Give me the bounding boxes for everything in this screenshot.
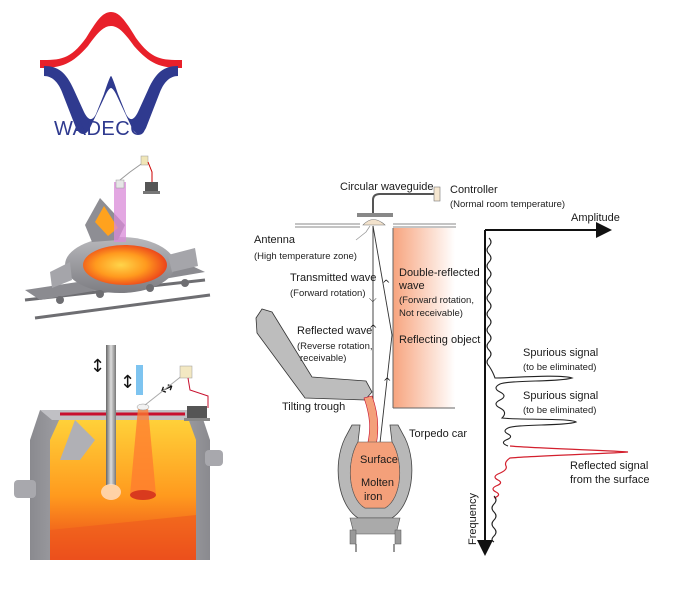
double-reflected-label-2: wave xyxy=(399,280,425,292)
double-reflected-label-1: Double-reflected xyxy=(399,267,480,279)
molten-iron-label-1: Molten xyxy=(361,477,395,489)
svg-text:↕: ↕ xyxy=(120,372,135,393)
frequency-axis-label: Frequency xyxy=(467,493,479,545)
controller-sublabel: (Normal room temperature) xyxy=(450,199,566,210)
spurious-signal-sublabel-1: (to be eliminated) xyxy=(523,362,597,373)
reflected-wave-sublabel-1: (Reverse rotation, xyxy=(297,341,373,352)
reflecting-object-block xyxy=(393,228,455,408)
svg-text:^: ^ xyxy=(369,324,377,335)
spurious-signal-label-1: Spurious signal xyxy=(523,347,599,359)
svg-text:^: ^ xyxy=(383,377,391,388)
surface-label: Surface xyxy=(360,454,398,466)
transmitted-wave-sublabel: (Forward rotation) xyxy=(290,288,366,299)
transmitted-wave-label: Transmitted wave xyxy=(290,272,377,284)
spurious-signal-curve xyxy=(486,237,578,447)
antenna-sublabel: (High temperature zone) xyxy=(254,251,357,262)
tilting-trough-label: Tilting trough xyxy=(282,401,346,413)
reflected-wave-label: Reflected wave xyxy=(297,325,373,337)
spurious-signal-sublabel-2: (to be eliminated) xyxy=(523,405,597,416)
torpedo-car-label: Torpedo car xyxy=(409,428,468,440)
controller-label: Controller xyxy=(450,184,498,196)
logo-text: WADECO xyxy=(54,118,147,140)
noise-tail-curve xyxy=(491,495,497,543)
reflected-wave-sublabel-2: receivable) xyxy=(300,353,347,364)
svg-text:^: ^ xyxy=(382,279,390,290)
tilting-trough-shape xyxy=(255,308,373,401)
reflected-signal-label-2: from the surface xyxy=(570,474,650,486)
double-reflected-sublabel-2: Not receivable) xyxy=(399,308,463,319)
double-reflected-sublabel-1: (Forward rotation, xyxy=(399,295,474,306)
circular-waveguide-label: Circular waveguide xyxy=(340,181,434,193)
reflected-signal-label-1: Reflected signal xyxy=(570,460,649,472)
spurious-signal-label-2: Spurious signal xyxy=(523,390,599,402)
amplitude-axis-label: Amplitude xyxy=(571,212,620,224)
reflected-signal-curve xyxy=(492,445,629,499)
svg-text:⌵: ⌵ xyxy=(369,294,377,305)
molten-iron-label-2: iron xyxy=(364,491,383,503)
svg-text:↕: ↕ xyxy=(90,356,105,377)
antenna-label: Antenna xyxy=(254,234,295,246)
reflecting-object-label: Reflecting object xyxy=(399,334,481,346)
